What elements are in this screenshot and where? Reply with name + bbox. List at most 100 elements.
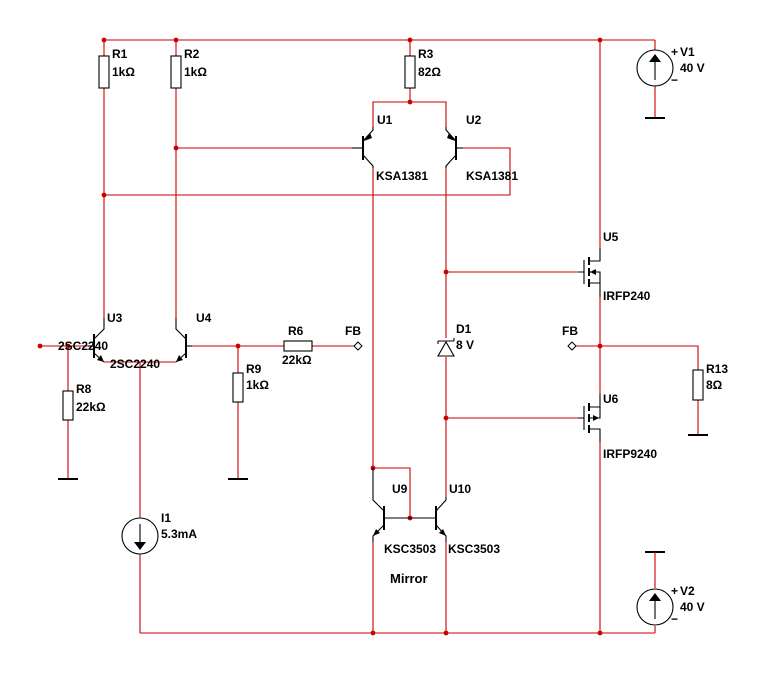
resistor-r9-ref: R9 [246,362,262,376]
connector-fb-right[interactable]: FB [562,324,578,351]
voltage-source-v2-minus: − [671,612,678,626]
transistor-u9-ref: U9 [392,482,408,496]
transistor-u10-part: KSC3503 [448,542,500,556]
transistor-u4-ref: U4 [196,311,212,325]
resistor-body [404,55,416,89]
transistor-u4-part: 2SC2240 [110,357,160,371]
u4-emitter-arrow [176,355,183,362]
junction-dot [235,343,241,349]
transistor-u2-part: KSA1381 [466,169,518,183]
mosfet-u5[interactable]: U5 IRFP240 [578,230,651,303]
wire-u4-base [192,345,354,479]
connector-diamond-icon [567,341,577,351]
resistor-r9-value: 1kΩ [246,378,269,392]
resistor-r9[interactable]: R9 1kΩ [232,362,269,403]
voltage-source-v1-minus: − [671,73,678,87]
resistor-r6[interactable]: R6 22kΩ [282,324,313,367]
transistor-u2-ref: U2 [466,113,482,127]
voltage-source-circle [636,49,674,87]
junction-dots [37,37,603,636]
junction-dot [597,343,603,349]
wires [40,39,699,634]
resistor-body [692,369,704,401]
resistor-r6-value: 22kΩ [282,353,312,367]
resistor-r1-ref: R1 [112,47,128,61]
transistor-u1[interactable]: U1 KSA1381 [352,113,428,183]
resistor-r13[interactable]: R13 8Ω [692,362,728,401]
u1-collector-lead [362,154,374,168]
wire-output-fb [576,345,699,435]
zener-triangle [437,340,455,357]
transistor-u3[interactable]: U3 2SC2240 [58,311,123,363]
resistor-body [170,55,182,89]
junction-dot [37,343,43,349]
junction-dot [101,192,107,198]
u5-gate [578,260,585,284]
connector-fb-left[interactable]: FB [345,324,363,351]
resistor-r1[interactable]: R1 1kΩ [98,47,135,89]
wire-mirror-link [373,467,411,518]
resistor-r2[interactable]: R2 1kΩ [170,47,207,89]
transistor-u9[interactable]: U9 KSC3503 [372,482,436,556]
transistor-u2[interactable]: U2 KSA1381 [445,113,518,183]
resistor-r8-ref: R8 [76,382,92,396]
voltage-source-v1-plus: + [671,45,678,59]
resistor-r2-ref: R2 [184,47,200,61]
u6-leads [589,394,601,442]
resistor-r3[interactable]: R3 82Ω [404,47,441,89]
current-source-circle [121,517,159,555]
voltage-source-v1[interactable]: + − V1 40 V [636,45,705,87]
junction-dot [407,99,413,105]
current-source-i1-ref: I1 [161,511,171,525]
junction-dot [173,145,179,151]
transistor-u4[interactable]: U4 2SC2240 [110,311,212,371]
voltage-source-v2-value: 40 V [680,600,705,614]
junction-dot [597,37,603,43]
voltage-source-v1-ref: V1 [680,45,695,59]
mosfet-u5-part: IRFP240 [603,289,651,303]
diode-d1[interactable]: D1 8 V [437,322,474,357]
voltage-source-v1-value: 40 V [680,61,705,75]
junction-dot [173,37,179,43]
u4-collector-lead [175,318,187,340]
ground-symbols [58,117,708,560]
transistor-u10[interactable]: U10 KSC3503 [410,482,500,556]
transistor-u1-ref: U1 [377,113,393,127]
wire-input [40,345,88,479]
voltage-source-arrow-head [649,593,661,601]
junction-dot [101,37,107,43]
voltage-source-v2[interactable]: + − V2 40 V [636,584,705,626]
u2-emitter-arrow [447,133,455,141]
resistor-r8[interactable]: R8 22kΩ [62,382,106,421]
resistor-body [62,390,74,421]
junction-dot [370,630,376,636]
mosfet-u6[interactable]: U6 IRFP9240 [578,392,657,461]
junction-dot [597,630,603,636]
u2-emitter-lead [445,127,457,142]
resistor-r13-value: 8Ω [706,378,723,392]
u1-emitter-arrow [364,133,372,141]
u9-emitter-arrow [373,529,380,536]
u9-collector-lead [372,497,385,512]
mosfet-u5-ref: U5 [603,230,619,244]
u3-collector-lead [93,318,105,340]
wire-u2-base-loop [104,147,511,196]
voltage-source-circle [636,588,674,626]
resistor-body [283,340,313,352]
diode-d1-value: 8 V [456,338,474,352]
current-source-arrow-head [134,542,146,550]
junction-dot [443,630,449,636]
u2-collector-lead [445,154,457,168]
u3-emitter-arrow [97,355,104,362]
resistor-r2-value: 1kΩ [184,65,207,79]
resistor-r3-value: 82Ω [418,65,441,79]
junction-dot [443,415,449,421]
resistor-r1-value: 1kΩ [112,65,135,79]
mosfet-u6-ref: U6 [603,392,619,406]
current-source-i1[interactable]: I1 5.3mA [121,511,197,555]
zener-bar [437,338,455,344]
transistor-u10-ref: U10 [449,482,471,496]
resistor-r3-ref: R3 [418,47,434,61]
transistor-u1-part: KSA1381 [376,169,428,183]
u10-emitter-arrow [439,529,446,536]
